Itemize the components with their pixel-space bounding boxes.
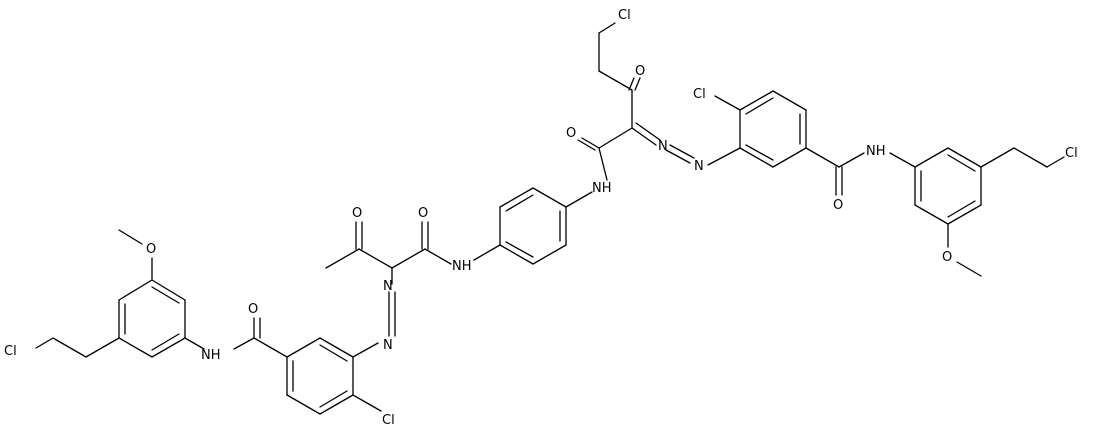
left-carbonyl-ring-bond xyxy=(253,337,288,358)
left-aryl-nh-bond xyxy=(184,337,205,350)
o-left-amide-label: O xyxy=(248,302,258,317)
left-ring-cl-bond xyxy=(352,394,382,412)
o-right-amide2-label: O xyxy=(566,126,576,141)
n-left-2-label: N xyxy=(383,279,393,294)
nh-left-aryl-label: NH xyxy=(201,348,221,363)
left-ring-azo-bond xyxy=(352,342,379,358)
right-chloroethyl-chain xyxy=(980,147,1065,168)
left-benzoyl-ring xyxy=(286,337,354,415)
right-amide-carbonyl xyxy=(835,166,843,196)
right-benzoyl-ring xyxy=(739,90,807,168)
nh-center-right-label: NH xyxy=(592,181,612,196)
o-left-amide2-label: O xyxy=(418,206,428,221)
cl-right-ring-label: Cl xyxy=(693,87,706,102)
right-aryl-ring xyxy=(914,147,982,225)
o-right-amide-label: O xyxy=(833,198,843,213)
right-nh-aryl-bond xyxy=(889,152,916,168)
right-alpha-carbonyl-double xyxy=(577,139,596,151)
right-acetoacetyl-group xyxy=(581,22,641,181)
right-azo-double-bond xyxy=(631,122,695,164)
o-left-methoxy-label: O xyxy=(146,242,156,257)
right-ring-carbonyl-bond xyxy=(805,147,840,168)
right-azo-ring-bond xyxy=(707,147,741,166)
cl-left-chain-label: Cl xyxy=(4,344,17,359)
nh-center-left-label: NH xyxy=(452,259,472,274)
cl-top-chain-label: Cl xyxy=(618,8,631,23)
cl-right-chain-label: Cl xyxy=(1065,146,1078,161)
cl-left-ring-label: Cl xyxy=(382,413,395,428)
center-right-nh-bond xyxy=(565,191,593,208)
n-right-1-label: N xyxy=(658,139,668,154)
central-phenylene-ring xyxy=(499,187,567,265)
left-methoxy-group xyxy=(118,229,153,281)
o-right-methoxy-label: O xyxy=(942,250,952,265)
o-left-ketone-label: O xyxy=(352,206,362,221)
left-azo-double-bond xyxy=(388,291,396,337)
left-acetoacetyl-group xyxy=(325,221,452,269)
left-nh-carbonyl-bond xyxy=(233,337,255,350)
center-left-nh-bond xyxy=(473,244,501,261)
nh-right-aryl-label: NH xyxy=(866,144,886,159)
n-right-2-label: N xyxy=(694,159,704,174)
right-carbonyl-nh-bond xyxy=(838,152,865,168)
right-methoxy-group xyxy=(947,223,982,277)
right-ring-cl-bond xyxy=(714,95,741,111)
n-left-1-label: N xyxy=(383,338,393,353)
left-aryl-ring xyxy=(118,279,186,358)
left-amide-carbonyl xyxy=(253,317,261,339)
left-chloroethyl-chain xyxy=(35,337,120,358)
o-right-ketone-label: O xyxy=(635,64,645,79)
